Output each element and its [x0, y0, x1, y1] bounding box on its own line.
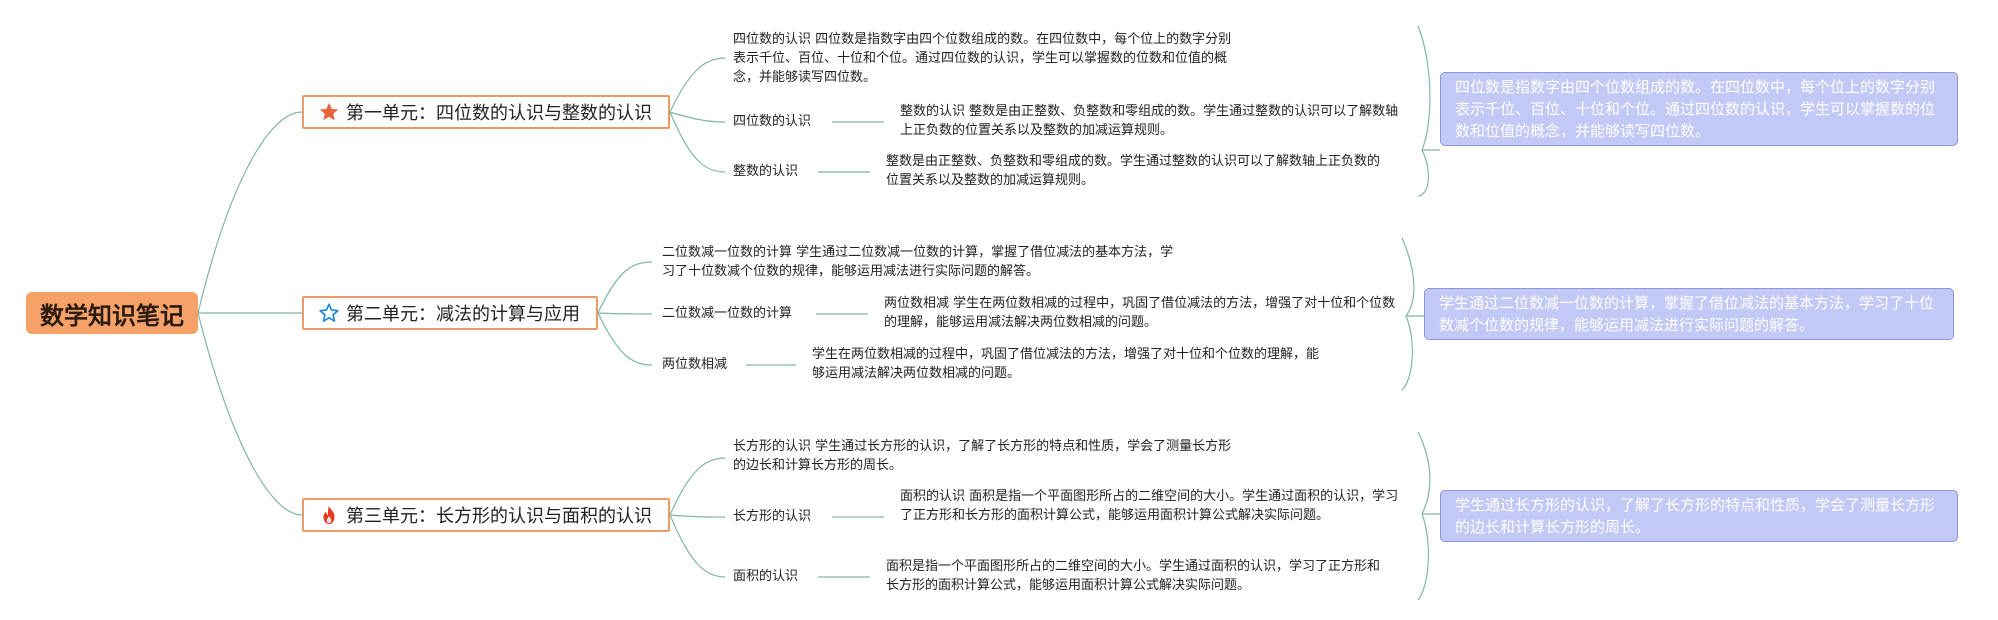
unit-1-to-topic-1-line	[669, 111, 726, 123]
unit-1-title: 第一单元：四位数的认识与整数的认识	[346, 103, 652, 124]
unit-2-topic-1-label[interactable]: 二位数减一位数的计算	[662, 306, 793, 321]
unit-1-summary[interactable]: 四位数是指数字由四个位数组成的数。在四位数中，每个位上的数字分别表示千位、百位、…	[1440, 72, 1958, 146]
unit-2-node[interactable]: 第二单元：减法的计算与应用	[302, 296, 598, 330]
unit-1-topic-1-label[interactable]: 四位数的认识	[733, 114, 812, 129]
star-outline-icon	[318, 302, 340, 324]
unit-3-topic-2-detail[interactable]: 面积是指一个平面图形所占的二维空间的大小。学生通过面积的认识，学习了正方形和长方…	[886, 559, 1381, 593]
root-to-unit-3-line	[197, 312, 303, 516]
unit-3-summary[interactable]: 学生通过长方形的认识，了解了长方形的特点和性质，学会了测量长方形的边长和计算长方…	[1440, 490, 1958, 542]
unit-2-to-topic-2-line	[597, 312, 653, 366]
unit-2-topic-2-detail[interactable]: 学生在两位数相减的过程中，巩固了借位减法的方法，增强了对十位和个位数的理解，能够…	[812, 347, 1320, 381]
unit-2-summary[interactable]: 学生通过二位数减一位数的计算，掌握了借位减法的基本方法，学习了十位数减个位数的规…	[1424, 288, 1954, 340]
unit-1-intro[interactable]: 四位数的认识 四位数是指数字由四个位数组成的数。在四位数中，每个位上的数字分别表…	[733, 32, 1232, 85]
unit-3-to-intro-line	[669, 457, 726, 516]
unit-1-topic-2-detail[interactable]: 整数是由正整数、负整数和零组成的数。学生通过整数的认识可以了解数轴上正负数的位置…	[886, 154, 1381, 188]
unit-2-topic-1-detail[interactable]: 两位数相减 学生在两位数相减的过程中，巩固了借位减法的方法，增强了对十位和个位数…	[884, 296, 1396, 330]
unit-3-topic-2-label[interactable]: 面积的认识	[733, 569, 799, 584]
unit-2-to-intro-line	[597, 261, 653, 314]
fire-icon	[318, 504, 340, 526]
unit-3-to-topic-1-line	[669, 514, 726, 518]
unit-2-to-topic-1-line	[597, 312, 653, 315]
unit-1-topic-2-label[interactable]: 整数的认识	[733, 164, 799, 179]
unit-2-intro[interactable]: 二位数减一位数的计算 学生通过二位数减一位数的计算，掌握了借位减法的基本方法，学…	[662, 245, 1174, 279]
unit-3-topic-1-detail[interactable]: 面积的认识 面积是指一个平面图形所占的二维空间的大小。学生通过面积的认识，学习了…	[900, 489, 1399, 523]
unit-1-topic-1-detail[interactable]: 整数的认识 整数是由正整数、负整数和零组成的数。学生通过整数的认识可以了解数轴上…	[900, 104, 1399, 138]
unit-1-summary-bracket	[1417, 25, 1431, 197]
unit-3-summary-bracket	[1417, 431, 1431, 601]
star-filled-icon	[318, 101, 340, 123]
unit-1-node[interactable]: 第一单元：四位数的认识与整数的认识	[302, 95, 670, 129]
unit-3-to-topic-2-line	[669, 514, 726, 578]
root-title[interactable]: 数学知识笔记	[26, 292, 198, 334]
unit-2-title: 第二单元：减法的计算与应用	[346, 304, 580, 325]
unit-1-to-intro-line	[669, 57, 726, 113]
unit-2-summary-bracket	[1401, 237, 1415, 391]
unit-3-node[interactable]: 第三单元：长方形的认识与面积的认识	[302, 498, 670, 532]
unit-1-to-topic-2-line	[669, 111, 726, 173]
unit-3-topic-1-label[interactable]: 长方形的认识	[733, 509, 812, 524]
unit-3-intro[interactable]: 长方形的认识 学生通过长方形的认识，了解了长方形的特点和性质，学会了测量长方形的…	[733, 439, 1232, 473]
unit-3-title: 第三单元：长方形的认识与面积的认识	[346, 506, 652, 527]
unit-2-topic-2-label[interactable]: 两位数相减	[662, 357, 728, 372]
root-to-unit-1-line	[197, 111, 303, 314]
